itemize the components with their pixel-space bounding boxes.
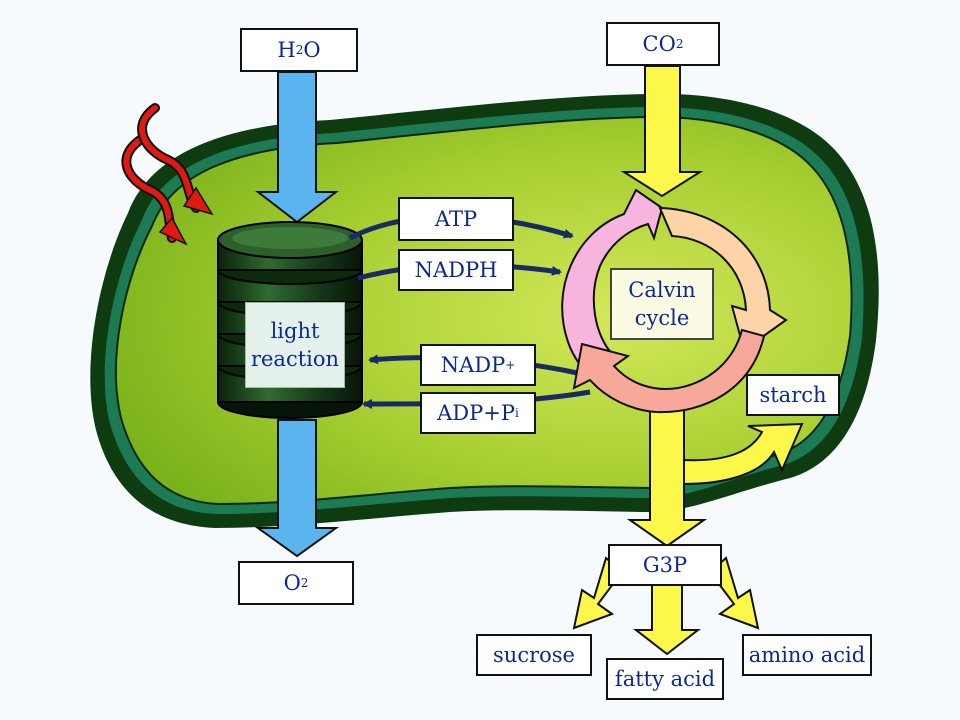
water-tail: O <box>303 38 321 62</box>
water-in-arrow <box>255 71 339 224</box>
adp-subscript: i <box>515 406 519 420</box>
starch-text: starch <box>759 383 827 407</box>
sucrose-text: sucrose <box>493 643 575 667</box>
light-reaction-line1: light <box>270 319 320 343</box>
fatty-acid-text: fatty acid <box>614 667 716 691</box>
g3p-label: G3P <box>608 544 722 586</box>
calvin-cycle-ring <box>561 188 788 414</box>
fatty-acid-arrow <box>633 583 701 656</box>
co2-in-arrow <box>620 65 704 198</box>
starch-arrow <box>683 422 804 486</box>
adp-text: ADP+P <box>437 401 515 425</box>
calvin-cycle-line1: Calvin <box>628 278 696 302</box>
fatty-acid-label: fatty acid <box>606 658 724 700</box>
nadp-superscript: + <box>505 358 516 372</box>
nadph-text: NADPH <box>414 258 498 282</box>
light-reaction-label: light reaction <box>245 302 345 388</box>
sucrose-label: sucrose <box>476 634 592 676</box>
calvin-cycle-label: Calvin cycle <box>610 268 714 340</box>
light-energy <box>121 103 214 246</box>
water-symbol: H <box>277 38 296 62</box>
amino-acid-label: amino acid <box>742 634 872 676</box>
oxygen-out-arrow <box>254 419 340 558</box>
amino-acid-text: amino acid <box>748 643 866 667</box>
g3p-out-arrow <box>626 407 708 548</box>
co2-symbol: CO <box>642 32 676 56</box>
co2-subscript: 2 <box>675 37 684 51</box>
calvin-segment-salmon <box>572 328 766 414</box>
calvin-segment-peach <box>658 206 788 352</box>
nadp-label: NADP+ <box>420 344 536 386</box>
starch-label: starch <box>746 374 840 416</box>
light-reaction-line2: reaction <box>250 347 340 371</box>
nadph-label: NADPH <box>398 249 514 291</box>
water-subscript: 2 <box>295 43 304 57</box>
g3p-text: G3P <box>642 553 688 577</box>
calvin-cycle-line2: cycle <box>634 306 690 330</box>
oxygen-symbol: O <box>283 571 301 595</box>
oxygen-subscript: 2 <box>300 576 309 590</box>
atp-label: ATP <box>398 197 514 241</box>
atp-text: ATP <box>434 207 478 231</box>
nadp-text: NADP <box>440 353 506 377</box>
